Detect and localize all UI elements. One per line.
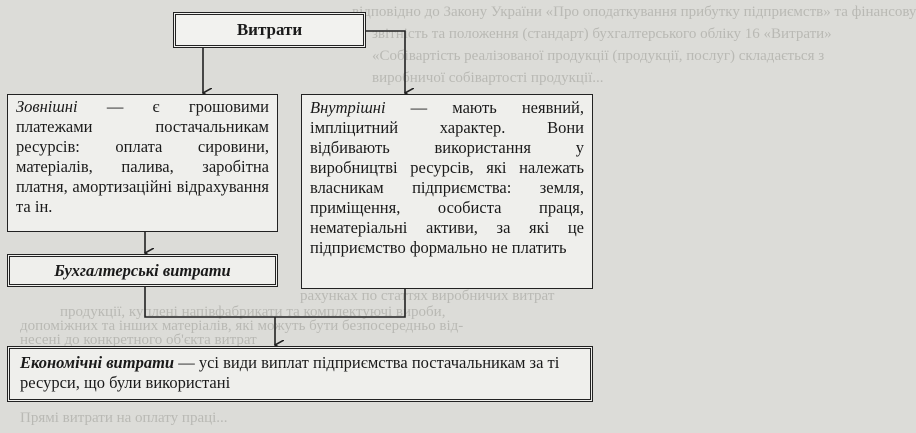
internal-costs-description: — мають неявний, імпліцитний характер. В… [310,98,584,257]
connector-line [366,30,405,93]
accounting-costs-box: Бухгалтерські витрати [7,254,278,287]
economic-costs-box: Економічні витрати — усі види виплат під… [7,346,593,402]
economic-costs-description: — усі види виплат підприємства постачаль… [20,353,560,392]
accounting-costs-label: Бухгалтерські витрати [54,260,231,280]
connector-line [144,287,406,318]
root-costs-label: Витрати [236,20,303,39]
internal-costs-box: Внутрішні — мають неявний, імпліцитний х… [301,94,593,289]
root-costs-box: Витрати [173,12,366,48]
external-costs-description: — є грошовими платежами постачальникам р… [16,97,269,216]
economic-costs-term: Економічні витрати [20,353,175,372]
external-costs-box: Зовнішні — є грошовими платежами постача… [7,94,278,232]
internal-costs-term: Внутрішні [310,98,386,117]
external-costs-term: Зовнішні [16,97,78,116]
